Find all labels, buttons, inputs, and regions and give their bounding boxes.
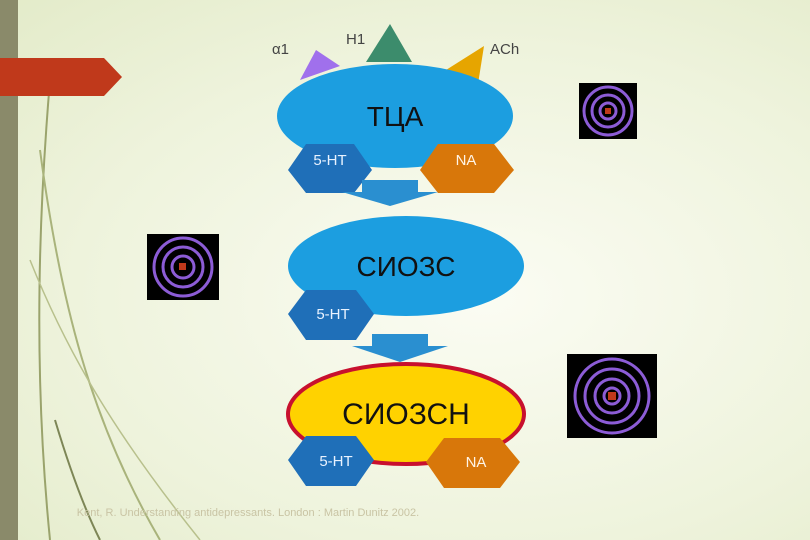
ssri-5ht-tag (288, 290, 374, 340)
down-arrow-2 (352, 334, 448, 362)
tca-na-label: NA (456, 152, 477, 169)
tca-5ht-label: 5-HT (313, 152, 346, 169)
alpha1-receptor-shape (300, 50, 340, 80)
tca-na-tag (420, 144, 514, 193)
ach-receptor-shape (446, 46, 484, 84)
snri-na-label: NA (466, 454, 487, 471)
target-icon (579, 83, 637, 139)
h1-label: H1 (346, 31, 365, 48)
red-tab-marker (0, 58, 122, 96)
snri-5ht-label: 5-HT (319, 453, 352, 470)
ssri-label: СИОЗС (357, 251, 456, 282)
snri-na-tag (426, 438, 520, 488)
tca-5ht-tag (288, 144, 372, 193)
tca-label: ТЦА (367, 101, 424, 132)
target-icon (567, 354, 657, 438)
snri-5ht-tag (288, 436, 374, 486)
ach-label: ACh (490, 41, 519, 58)
left-accent-bar (0, 0, 18, 540)
snri-label: СИОЗСН (342, 398, 470, 431)
target-icon (147, 234, 219, 300)
alpha1-label: α1 (272, 41, 289, 58)
ssri-5ht-label: 5-HT (316, 306, 349, 323)
tca-ellipse (277, 64, 513, 168)
citation-caption: Kent, R. Understanding antidepressants. … (76, 507, 420, 519)
down-arrow-1 (342, 180, 438, 206)
h1-receptor-shape (366, 24, 412, 62)
